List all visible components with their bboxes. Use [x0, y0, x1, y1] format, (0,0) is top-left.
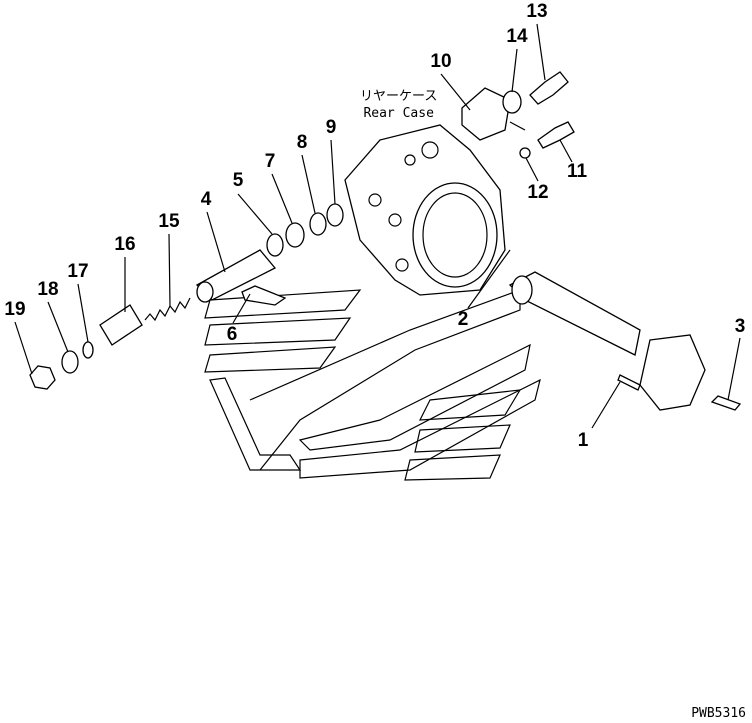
callout-4: 4: [200, 189, 212, 210]
callout-5: 5: [232, 170, 244, 191]
callout-11: 11: [566, 161, 588, 182]
spring-part-15: [144, 297, 191, 322]
ring-part-5: [266, 233, 284, 257]
drawing-code: PWB5316: [691, 706, 746, 721]
lever-part-6: [241, 285, 287, 306]
callout-3: 3: [734, 316, 746, 337]
washer-part-12: [519, 147, 531, 159]
rear-case-label: リヤーケース Rear Case: [360, 88, 437, 122]
callout-8: 8: [296, 132, 308, 153]
callout-15: 15: [158, 211, 180, 232]
ring-part-9: [326, 203, 344, 227]
background-logo: [204, 289, 541, 481]
washer-part-18: [61, 350, 79, 374]
cover-part-3: [639, 334, 706, 411]
nut-part-19: [29, 365, 56, 390]
callout-14: 14: [506, 26, 528, 47]
bolt-part-11: [537, 121, 575, 149]
leader-lines: [14, 23, 741, 429]
callout-19: 19: [4, 299, 26, 320]
bolt-part-13: [529, 71, 569, 105]
nut-part-14: [502, 90, 522, 114]
rear-case-label-en: Rear Case: [363, 106, 434, 121]
callout-2: 2: [457, 309, 469, 330]
callout-16: 16: [114, 234, 136, 255]
callout-10: 10: [430, 51, 452, 72]
ring-part-7: [285, 222, 305, 248]
oring-part-17: [82, 341, 94, 359]
callout-9: 9: [325, 117, 337, 138]
plug-part-16: [99, 304, 143, 346]
rear-case-label-jp: リヤーケース: [360, 89, 438, 104]
callout-1: 1: [577, 430, 589, 451]
callout-7: 7: [264, 151, 276, 172]
callout-18: 18: [37, 279, 59, 300]
cover-part-10: [461, 87, 511, 141]
callout-17: 17: [67, 261, 89, 282]
callout-13: 13: [526, 1, 548, 22]
rear-case-part: [344, 124, 506, 296]
callout-6: 6: [226, 324, 238, 345]
callout-12: 12: [527, 182, 549, 203]
ring-part-8: [309, 212, 327, 236]
